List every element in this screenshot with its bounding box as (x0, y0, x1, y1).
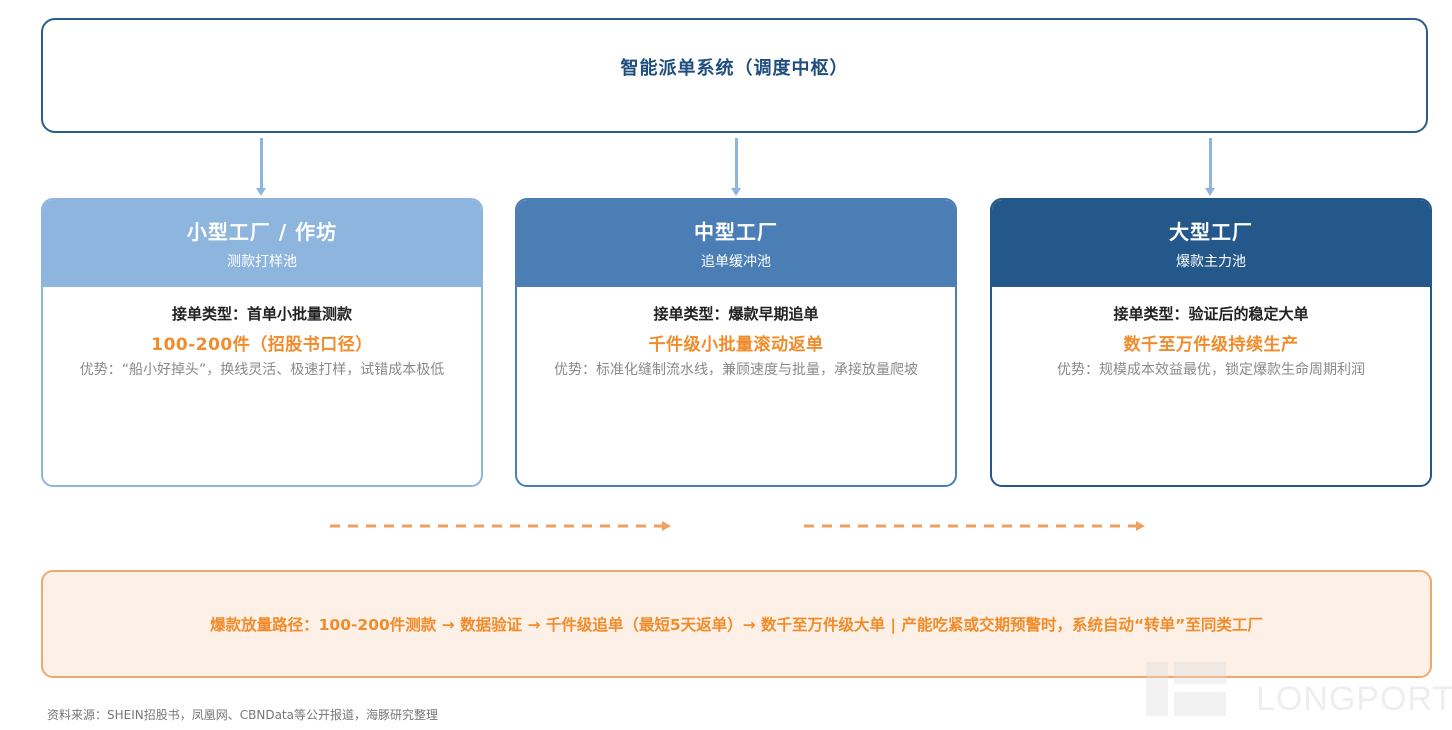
order-volume: 100-200件（招股书口径） (151, 335, 373, 355)
scale-up-path-text: 爆款放量路径：100-200件测款 → 数据验证 → 千件级追单（最短5天返单）… (210, 616, 1263, 634)
card-header: 大型工厂 爆款主力池 (992, 200, 1430, 287)
dispatch-system-box: 智能派单系统（调度中枢） (41, 18, 1428, 133)
card-header: 中型工厂 追单缓冲池 (517, 200, 955, 287)
advantage-text: 优势：“船小好掉头”，换线灵活、极速打样，试错成本极低 (79, 362, 445, 378)
large-factory-card: 大型工厂 爆款主力池 接单类型：验证后的稳定大单 数千至万件级持续生产 优势：规… (990, 198, 1432, 487)
connector-arrow-small (256, 138, 266, 196)
card-title: 大型工厂 (1169, 220, 1253, 244)
card-subtitle: 测款打样池 (227, 254, 297, 270)
connector-arrow-large (1205, 138, 1215, 196)
card-body: 接单类型：验证后的稳定大单 数千至万件级持续生产 优势：规模成本效益最优，锁定爆… (992, 287, 1430, 379)
medium-factory-card: 中型工厂 追单缓冲池 接单类型：爆款早期追单 千件级小批量滚动返单 优势：标准化… (515, 198, 957, 487)
advantage-text: 优势：标准化缝制流水线，兼顾速度与批量，承接放量爬坡 (554, 362, 918, 378)
dispatch-system-title: 智能派单系统（调度中枢） (620, 58, 849, 79)
watermark: LONGPORT (1146, 658, 1452, 719)
order-type: 接单类型：首单小批量测款 (171, 305, 352, 323)
dashed-flow-arrow-1 (330, 521, 671, 531)
scale-up-path-box: 爆款放量路径：100-200件测款 → 数据验证 → 千件级追单（最短5天返单）… (41, 570, 1432, 678)
card-title: 中型工厂 (694, 220, 778, 244)
small-factory-card: 小型工厂 / 作坊 测款打样池 接单类型：首单小批量测款 100-200件（招股… (41, 198, 483, 487)
dashed-flow-arrow-2 (804, 521, 1145, 531)
card-body: 接单类型：首单小批量测款 100-200件（招股书口径） 优势：“船小好掉头”，… (43, 287, 481, 379)
advantage-text: 优势：规模成本效益最优，锁定爆款生命周期利润 (1057, 362, 1365, 378)
card-header: 小型工厂 / 作坊 测款打样池 (43, 200, 481, 287)
connector-arrow-medium (731, 138, 741, 196)
watermark-logo-icon (1146, 661, 1226, 716)
watermark-text: LONGPORT (1256, 680, 1452, 718)
card-subtitle: 爆款主力池 (1176, 254, 1246, 270)
order-volume: 千件级小批量滚动返单 (648, 335, 824, 355)
source-note: 资料来源：SHEIN招股书，凤凰网、CBNData等公开报道，海豚研究整理 (47, 708, 438, 722)
card-title: 小型工厂 / 作坊 (186, 220, 338, 244)
card-subtitle: 追单缓冲池 (701, 254, 771, 270)
card-body: 接单类型：爆款早期追单 千件级小批量滚动返单 优势：标准化缝制流水线，兼顾速度与… (517, 287, 955, 379)
order-volume: 数千至万件级持续生产 (1123, 335, 1299, 355)
order-type: 接单类型：验证后的稳定大单 (1113, 305, 1309, 323)
order-type: 接单类型：爆款早期追单 (653, 305, 819, 323)
